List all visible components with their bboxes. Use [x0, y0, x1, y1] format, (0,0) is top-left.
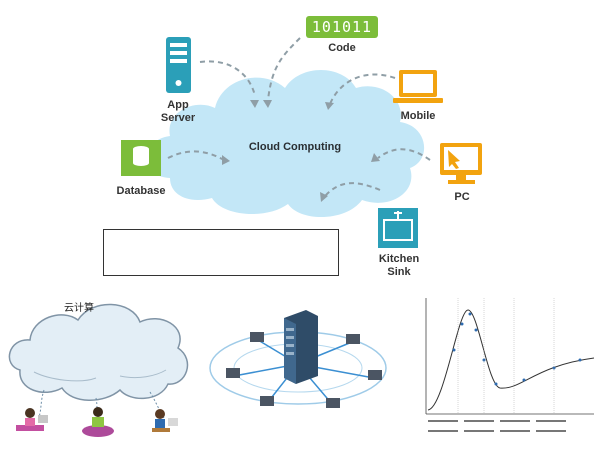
sink-icon: [378, 208, 418, 248]
cloud-diagram: [121, 37, 482, 248]
connection-arrows: [167, 37, 431, 197]
laptop-icon: [393, 70, 443, 103]
empty-text-box: [103, 229, 339, 276]
server-network-panel: [206, 290, 400, 444]
app-server-label: App Server: [160, 99, 196, 124]
network-art: [209, 310, 387, 408]
database-icon: [121, 140, 161, 176]
mobile-label: Mobile: [400, 110, 436, 122]
server-icon: [166, 37, 191, 93]
hype-curve-panel: [404, 290, 600, 444]
pc-monitor-icon: [440, 143, 482, 184]
pc-label: PC: [454, 191, 470, 203]
cloud-computing-label: Cloud Computing: [248, 141, 342, 153]
cloud-title-cn: 云计算: [64, 303, 94, 314]
cloud-shape: [145, 70, 425, 218]
database-label: Database: [116, 185, 166, 197]
kitchen-sink-label: Kitchen Sink: [378, 253, 420, 278]
code-label: Code: [328, 42, 356, 54]
person-right-icon: [152, 409, 178, 432]
cartoon-cloud-panel: 云计算: [0, 290, 198, 444]
cartoon-cloud-art: [8, 303, 189, 437]
arrow-heads: [222, 100, 380, 202]
server-tower-icon: [284, 310, 318, 384]
person-center-icon: [82, 407, 114, 437]
person-left-icon: [16, 408, 48, 431]
client-computers: [226, 332, 382, 408]
code-badge: 101011: [306, 16, 378, 38]
hype-curve-chart: [425, 298, 595, 432]
